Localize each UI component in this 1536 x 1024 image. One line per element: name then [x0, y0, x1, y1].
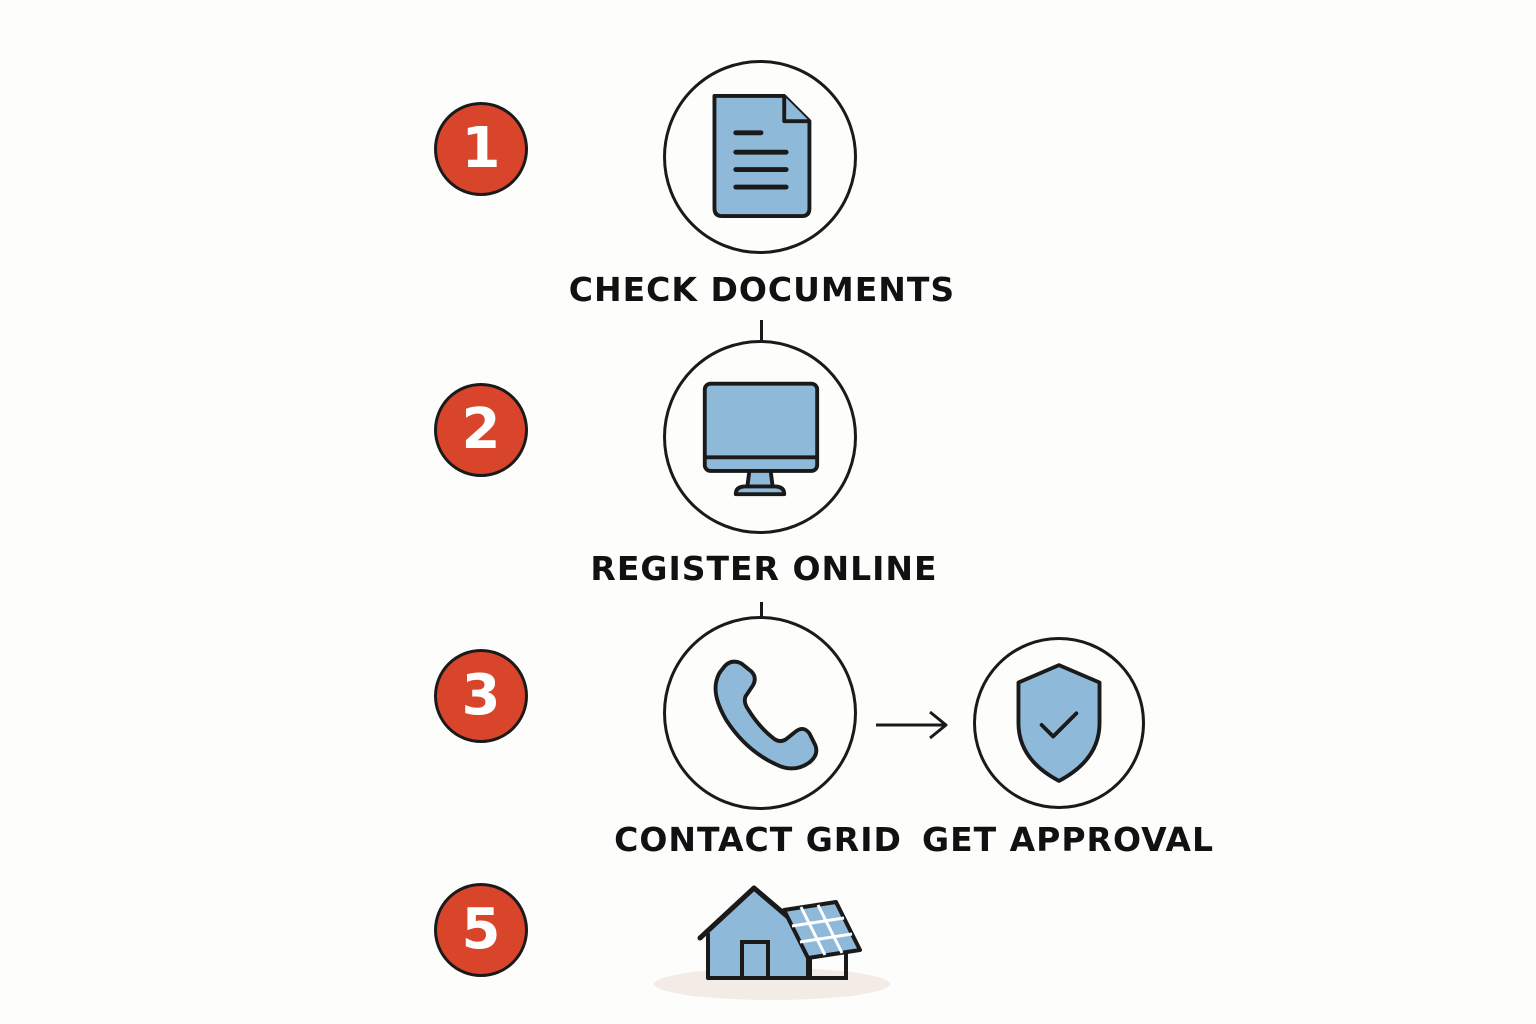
step-1-label: CHECK DOCUMENTS [568, 270, 956, 309]
step-3-label: CONTACT GRID [614, 820, 902, 859]
monitor-icon [702, 381, 820, 497]
connector-2-3 [760, 602, 763, 622]
connector-1-2 [760, 320, 763, 346]
document-icon [712, 94, 812, 219]
step-4-label: GET APPROVAL [922, 820, 1214, 859]
step-2-label: REGISTER ONLINE [590, 549, 938, 588]
phone-icon [713, 659, 819, 771]
step-3-badge: 3 [434, 649, 528, 743]
step-3-icon-circle [663, 616, 857, 810]
step-4-icon-circle [973, 637, 1145, 809]
step-5-badge: 5 [434, 883, 528, 977]
arrow-head [929, 710, 948, 740]
step-2-badge: 2 [434, 383, 528, 477]
step-1-badge: 1 [434, 102, 528, 196]
step-2-icon-circle [663, 340, 857, 534]
solar-house-icon [654, 885, 890, 1000]
shield-check-icon [1016, 663, 1102, 783]
step-1-icon-circle [663, 60, 857, 254]
